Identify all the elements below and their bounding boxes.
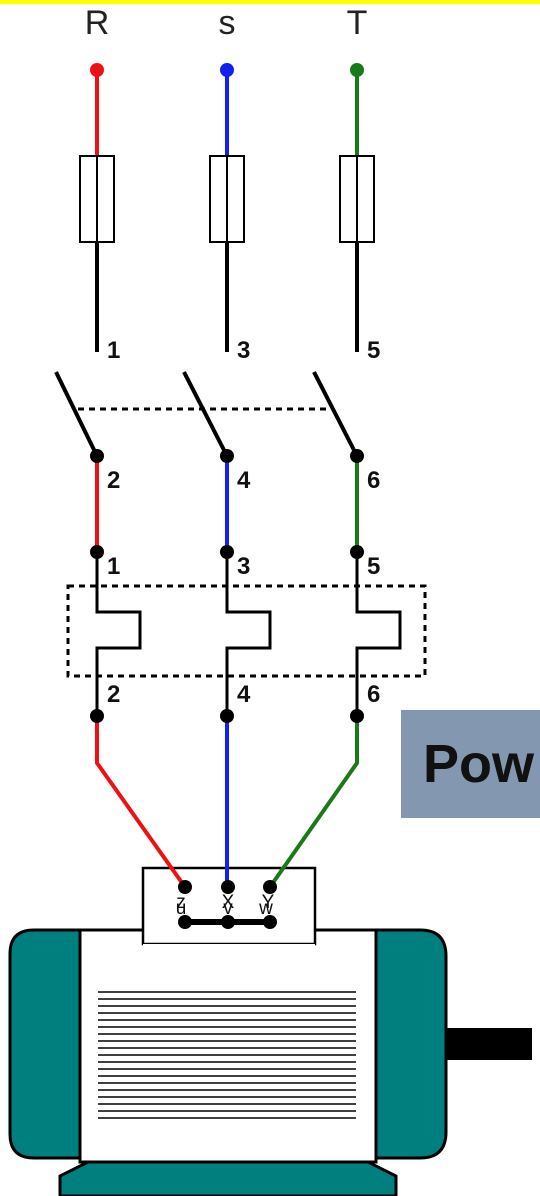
phase-t-motor-feed-wire [268, 716, 359, 889]
phase-t-overload-element [355, 552, 402, 716]
phase-r-overload-element [95, 552, 142, 716]
relay-terminal-5: 5 [367, 553, 380, 580]
phase-s [182, 63, 272, 887]
motor-star-terminal-label-z: z [176, 892, 186, 913]
relay-terminal-2: 2 [107, 681, 120, 708]
relay-terminal-6: 6 [367, 681, 380, 708]
phase-s-switch-terminal-dot [220, 449, 234, 463]
phase-t-switch-terminal-dot [350, 449, 364, 463]
motor-cooling-fins [98, 991, 356, 1119]
motor-star-terminal-label-x: X [222, 892, 235, 913]
phase-r-relay-top-dot [90, 545, 104, 559]
motor-terminal-v-label: v [223, 898, 233, 919]
phase-s-relay-bottom-dot [220, 709, 234, 723]
motor-terminal-u-label: u [176, 898, 187, 919]
phase-r-switch-contact [54, 371, 99, 457]
terminal-u-dot [178, 880, 192, 894]
relay-terminal-4: 4 [237, 681, 251, 708]
phase-t-relay-top-dot [350, 545, 364, 559]
phase-s-relay-top-dot [220, 545, 234, 559]
phase-r-switch-terminal-dot [90, 449, 104, 463]
terminal-w-dot [263, 880, 277, 894]
motor-left-end-cap [8, 928, 82, 1160]
motor-body [78, 928, 378, 1164]
motor-right-end-cap [374, 928, 448, 1160]
motor [8, 866, 532, 1196]
top-accent-bar [0, 0, 540, 4]
motor-star-terminal-label-y: Y [262, 892, 275, 913]
terminal-x-dot [221, 915, 235, 929]
phase-label-r: R [85, 4, 110, 42]
motor-terminals [178, 880, 277, 929]
switch-terminal-4: 4 [237, 467, 251, 494]
fuse-terminal-1: 1 [107, 337, 120, 364]
overload-relay-housing [66, 584, 427, 678]
switch-terminal-6: 6 [367, 467, 380, 494]
phase-r [54, 63, 187, 889]
phase-r-relay-bottom-dot [90, 709, 104, 723]
switch-terminal-2: 2 [107, 467, 120, 494]
title-text: Pow [423, 734, 535, 794]
phase-t [268, 63, 402, 889]
terminal-z-dot [178, 915, 192, 929]
phase-label-t: T [347, 4, 368, 42]
motor-shaft [446, 1028, 532, 1060]
phase-s-source-dot [220, 63, 234, 77]
relay-terminal-1: 1 [107, 553, 120, 580]
phase-label-s: s [219, 4, 236, 42]
phase-s-switch-contact [182, 371, 229, 457]
terminal-v-dot [221, 880, 235, 894]
phase-r-motor-feed-wire [95, 716, 187, 889]
fuse-terminal-3: 3 [237, 337, 250, 364]
phase-t-source-dot [350, 63, 364, 77]
relay-terminal-3: 3 [237, 553, 250, 580]
title-box: Pow [401, 710, 540, 818]
phase-r-source-dot [90, 63, 104, 77]
phase-s-overload-element [225, 552, 272, 716]
motor-terminal-box-lower [143, 944, 315, 952]
phase-t-switch-contact [312, 371, 359, 457]
terminal-y-dot [263, 915, 277, 929]
phase-t-relay-bottom-dot [350, 709, 364, 723]
fuse-terminal-5: 5 [367, 337, 380, 364]
motor-terminal-w-label: w [258, 898, 273, 919]
